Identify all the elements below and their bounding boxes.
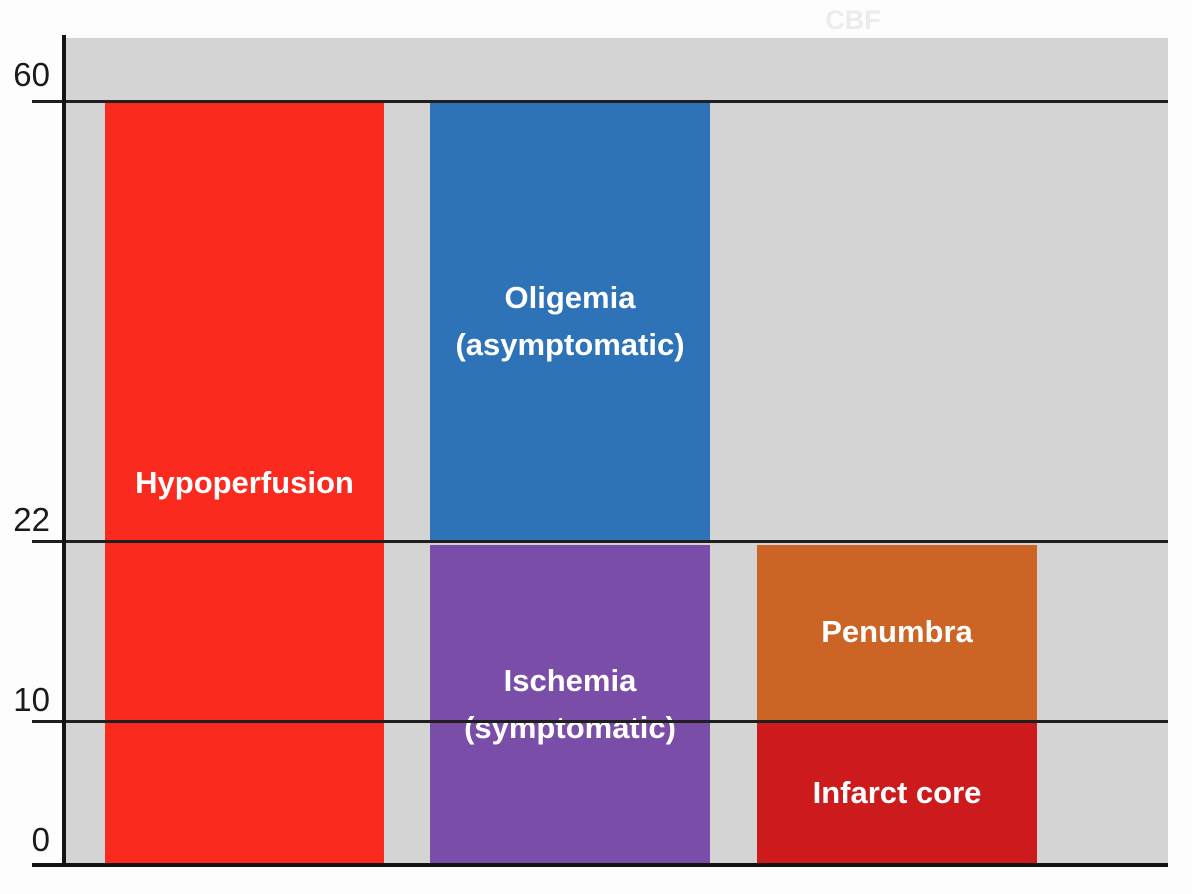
ytick-60: 60 [13,56,50,93]
gridline-22 [32,540,1168,543]
y-axis-line [62,35,66,867]
bar-label-hypoperfusion: Hypoperfusion [135,465,354,501]
bar-label-oligemia: Oligemia (asymptomatic) [455,280,685,362]
bar-label-ischemia: Ischemia (symptomatic) [464,663,676,745]
ytick-22: 22 [13,501,50,538]
gridline-10 [32,720,1168,723]
gridline-60 [32,100,1168,103]
x-axis-line [32,863,1168,867]
bar-oligemia: Oligemia (asymptomatic) [430,103,710,540]
bar-label-infarct-core: Infarct core [812,774,982,810]
bar-hypoperfusion: Hypoperfusion [105,103,384,864]
ytick-0: 0 [31,821,50,858]
chart-title-watermark: CBF [825,5,881,35]
bar-label-penumbra: Penumbra [821,614,973,650]
bar-ischemia: Ischemia (symptomatic) [430,545,710,864]
bar-penumbra: Penumbra [757,545,1037,720]
ytick-10: 10 [13,681,50,718]
bar-infarct-core: Infarct core [757,722,1037,864]
